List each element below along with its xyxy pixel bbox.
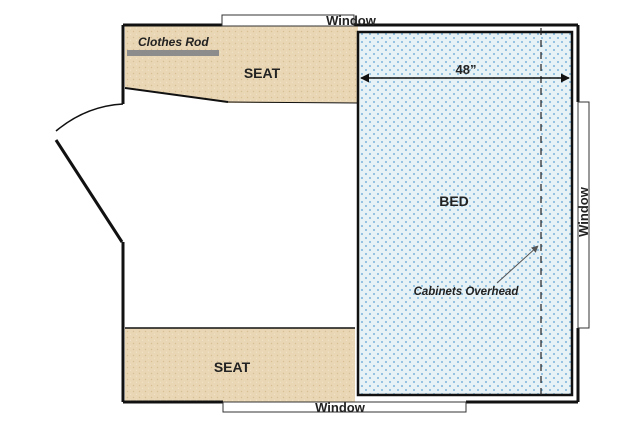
seat-top-edge [124,87,229,103]
seat-bottom-area [125,328,355,403]
window-bottom [222,401,467,413]
seat-bottom-label: SEAT [214,359,251,375]
bed-label: BED [439,193,469,209]
bed-width-label: 48” [456,62,477,77]
seat-top-area [125,26,358,103]
seat-top-edge-right [227,101,359,104]
window-bottom-label: Window [315,400,366,415]
door-swing-arc [55,103,124,132]
door-panel [54,139,124,243]
window-top-label: Window [326,13,377,28]
window-top [221,14,355,27]
bed-area [356,30,574,397]
clothes-rod [127,50,219,56]
window-right-label: Window [576,186,591,237]
cabinets-label: Cabinets Overhead [414,286,520,298]
walls [121,23,580,404]
seat-top-label: SEAT [244,65,281,81]
clothes-rod-label: Clothes Rod [138,35,209,49]
window-right [577,101,590,329]
cabinets-pointer-arrow [496,245,539,284]
